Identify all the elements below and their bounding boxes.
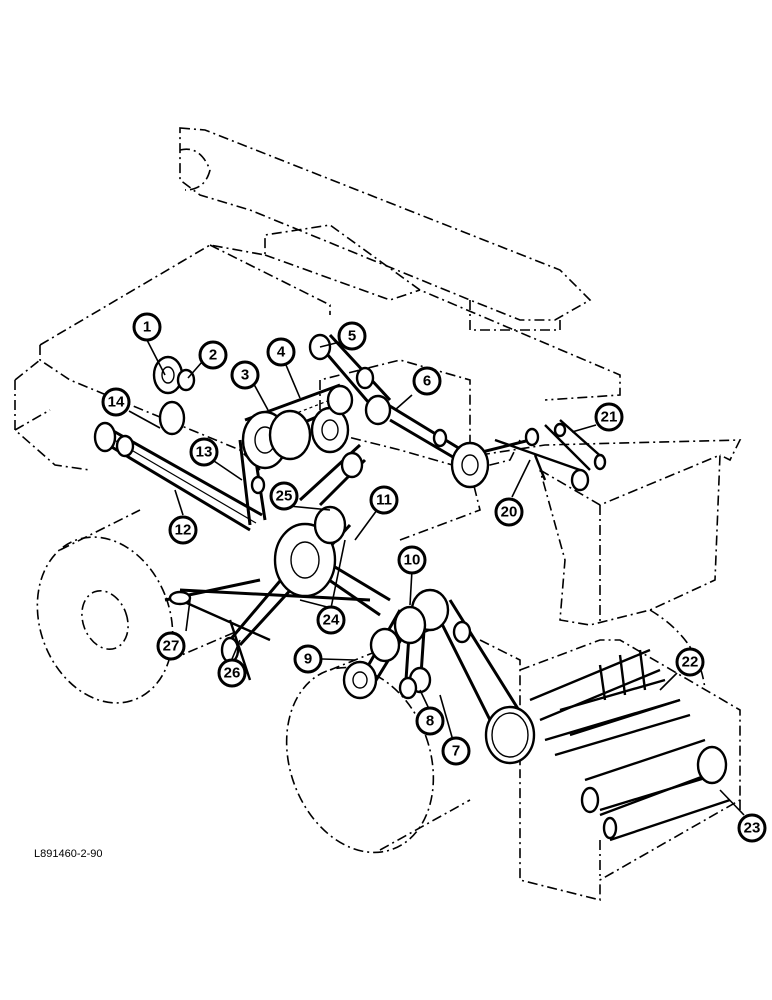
callout-7: 7 <box>441 736 471 766</box>
callout-23: 23 <box>737 813 767 843</box>
svg-text:12: 12 <box>175 522 192 539</box>
svg-text:6: 6 <box>423 373 431 390</box>
svg-text:3: 3 <box>241 367 249 384</box>
svg-text:27: 27 <box>163 638 180 655</box>
callout-25: 25 <box>269 481 299 511</box>
callout-13: 13 <box>189 437 219 467</box>
callout-20: 20 <box>494 497 524 527</box>
svg-text:9: 9 <box>304 651 312 668</box>
callout-11: 11 <box>369 485 399 515</box>
svg-text:24: 24 <box>323 612 340 629</box>
svg-text:21: 21 <box>601 409 618 426</box>
callout-2: 2 <box>198 340 228 370</box>
callout-12: 12 <box>168 515 198 545</box>
callout-5: 5 <box>337 321 367 351</box>
svg-text:4: 4 <box>277 344 286 361</box>
callout-4: 4 <box>266 337 296 367</box>
callout-26: 26 <box>217 658 247 688</box>
svg-text:14: 14 <box>108 394 125 411</box>
figure-reference-code: L891460-2-90 <box>34 848 103 860</box>
pulleys <box>93 333 728 840</box>
callout-24: 24 <box>316 605 346 635</box>
callout-27: 27 <box>156 631 186 661</box>
leader-lines <box>128 339 745 816</box>
svg-text:11: 11 <box>376 492 392 509</box>
machine-outline <box>14 127 742 902</box>
belts <box>99 333 731 842</box>
callout-9: 9 <box>293 644 323 674</box>
svg-text:8: 8 <box>426 713 434 730</box>
svg-text:13: 13 <box>196 444 213 461</box>
svg-text:20: 20 <box>501 504 518 521</box>
svg-text:5: 5 <box>348 328 356 345</box>
svg-text:7: 7 <box>452 743 460 760</box>
callout-10: 10 <box>397 545 427 575</box>
svg-text:25: 25 <box>276 488 293 505</box>
callout-1: 1 <box>132 312 162 342</box>
callouts: 1 2 3 4 5 6 7 8 9 10 11 12 13 14 20 21 2… <box>101 312 767 843</box>
svg-text:22: 22 <box>682 654 699 671</box>
callout-14: 14 <box>101 387 131 417</box>
svg-text:23: 23 <box>744 820 761 837</box>
callout-8: 8 <box>415 706 445 736</box>
svg-text:1: 1 <box>143 319 151 336</box>
svg-text:10: 10 <box>404 552 421 569</box>
callout-3: 3 <box>230 360 260 390</box>
callout-21: 21 <box>594 402 624 432</box>
callout-22: 22 <box>675 647 705 677</box>
callout-6: 6 <box>412 366 442 396</box>
svg-text:2: 2 <box>209 347 217 364</box>
svg-text:26: 26 <box>224 665 241 682</box>
